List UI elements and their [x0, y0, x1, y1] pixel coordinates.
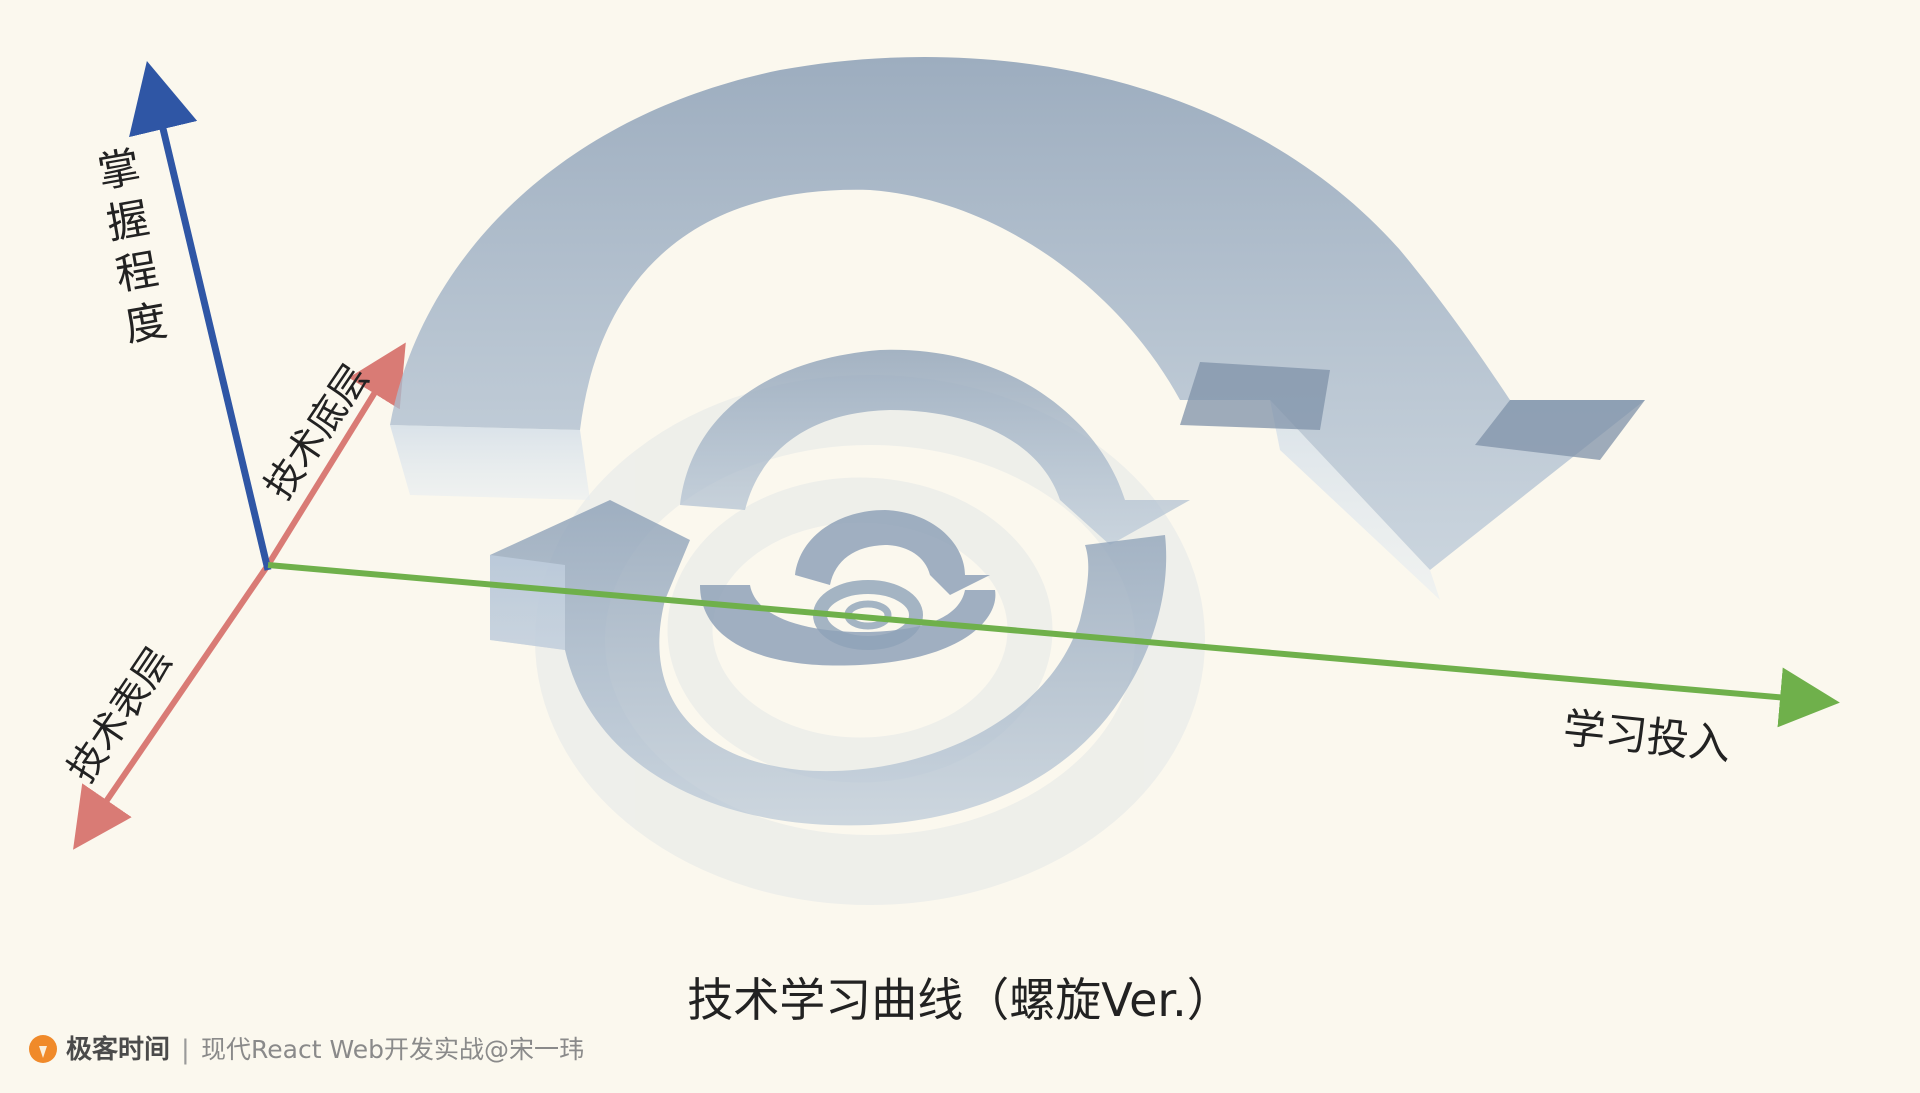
- footer: 极客时间 | 现代React Web开发实战@宋一玮: [29, 1034, 584, 1065]
- depth-axis: [265, 342, 406, 567]
- horizontal-axis-label: 学习投入: [1561, 703, 1733, 769]
- horizontal-axis: [267, 562, 1840, 728]
- depth-axis-front: [73, 563, 271, 850]
- spiral-middle-arm: [490, 349, 1190, 826]
- vertical-axis: [129, 60, 272, 571]
- vertical-axis-label: 掌握程度: [88, 144, 172, 357]
- diagram-title: 技术学习曲线（螺旋Ver.）: [687, 973, 1233, 1027]
- footer-course: 现代React Web开发实战@宋一玮: [201, 1035, 584, 1064]
- spiral-outer-arm: [390, 56, 1645, 600]
- footer-separator: |: [181, 1035, 190, 1065]
- footer-brand: 极客时间: [66, 1034, 170, 1065]
